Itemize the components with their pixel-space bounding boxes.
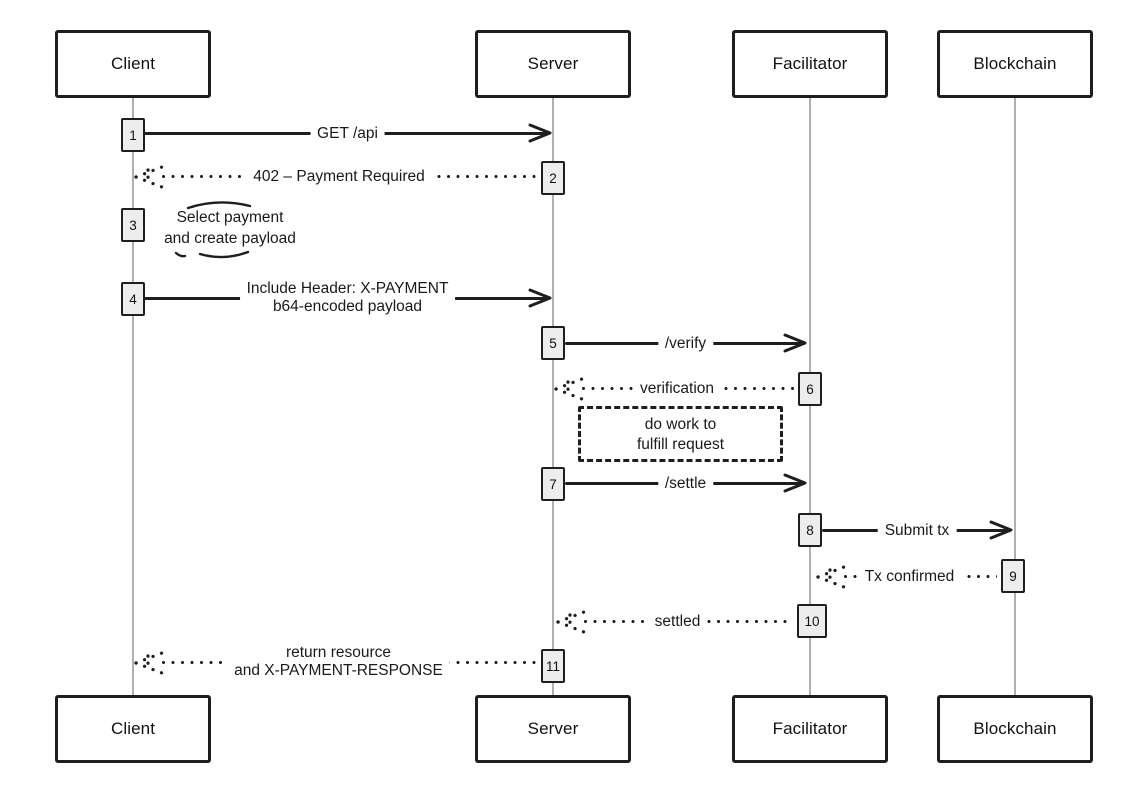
step-9-badge: 9 [1001, 559, 1025, 593]
participant-facilitator-bottom: Facilitator [732, 695, 888, 763]
participant-label: Facilitator [772, 719, 848, 738]
activity-do-work-box: do work to fulfill request [578, 406, 783, 462]
participant-client-bottom: Client [55, 695, 211, 763]
step-4-badge: 4 [121, 282, 145, 316]
participant-facilitator-top: Facilitator [732, 30, 888, 98]
message-label: /settle [657, 472, 714, 494]
message-label: Submit tx [877, 519, 957, 541]
participant-label: Client [110, 54, 156, 73]
message-label: GET /api [310, 122, 385, 144]
arrowhead-right-icon [989, 520, 1013, 540]
message-label: Include Header: X-PAYMENT b64-encoded pa… [239, 279, 456, 316]
step-number: 3 [129, 217, 137, 233]
participant-label: Server [527, 719, 579, 738]
arrowhead-right-icon [783, 473, 807, 493]
hand-drawn-marks-icon [174, 201, 252, 259]
step-number: 2 [549, 170, 557, 186]
step-number: 4 [129, 291, 137, 307]
message-label-line: b64-encoded payload [272, 297, 423, 315]
step-5-badge: 5 [541, 326, 565, 360]
activity-line: do work to [644, 416, 717, 433]
step-8-badge: 8 [798, 513, 822, 547]
step-number: 11 [545, 658, 560, 674]
arrowhead-left-dotted-icon [134, 650, 164, 675]
lifeline-server [552, 98, 554, 697]
step-number: 7 [549, 476, 557, 492]
message-label-line: return resource [285, 643, 392, 661]
participant-blockchain-top: Blockchain [937, 30, 1093, 98]
step-11-badge: 11 [541, 649, 565, 683]
arrowhead-left-dotted-icon [816, 564, 846, 589]
step-number: 8 [806, 522, 814, 538]
participant-client-top: Client [55, 30, 211, 98]
message-label: 402 – Payment Required [246, 165, 432, 187]
note-line: Select payment [176, 209, 284, 226]
participant-blockchain-bottom: Blockchain [937, 695, 1093, 763]
note-line: and create payload [164, 230, 296, 247]
lifeline-blockchain [1014, 98, 1016, 697]
message-label: verification [632, 377, 722, 399]
arrowhead-right-icon [528, 288, 552, 308]
participant-label: Server [527, 54, 579, 73]
step-6-badge: 6 [798, 372, 822, 406]
arrowhead-left-dotted-icon [554, 376, 584, 401]
message-label: return resource and X-PAYMENT-RESPONSE [227, 643, 450, 680]
step-number: 10 [804, 613, 820, 629]
participant-server-top: Server [475, 30, 631, 98]
participant-label: Client [110, 719, 156, 738]
step-number: 6 [806, 381, 814, 397]
step-2-badge: 2 [541, 161, 565, 195]
message-label: Tx confirmed [857, 565, 962, 587]
step-3-badge: 3 [121, 208, 145, 242]
step-number: 1 [129, 127, 137, 143]
lifeline-client [132, 98, 134, 697]
message-label-line: and X-PAYMENT-RESPONSE [234, 661, 443, 679]
note-select-payment: Select payment and create payload [146, 207, 314, 249]
step-1-badge: 1 [121, 118, 145, 152]
step-number: 5 [549, 335, 557, 351]
participant-label: Facilitator [772, 54, 848, 73]
message-label-line: Include Header: X-PAYMENT [246, 279, 449, 297]
step-7-badge: 7 [541, 467, 565, 501]
arrowhead-right-icon [783, 333, 807, 353]
arrowhead-left-dotted-icon [134, 164, 164, 189]
step-10-badge: 10 [797, 604, 827, 638]
arrowhead-left-dotted-icon [556, 609, 586, 634]
step-number: 9 [1009, 568, 1017, 584]
participant-label: Blockchain [973, 719, 1057, 738]
message-label: settled [647, 610, 708, 632]
message-label: /verify [657, 332, 714, 354]
participant-server-bottom: Server [475, 695, 631, 763]
participant-label: Blockchain [973, 54, 1057, 73]
activity-line: fulfill request [636, 436, 724, 453]
arrowhead-right-icon [528, 123, 552, 143]
